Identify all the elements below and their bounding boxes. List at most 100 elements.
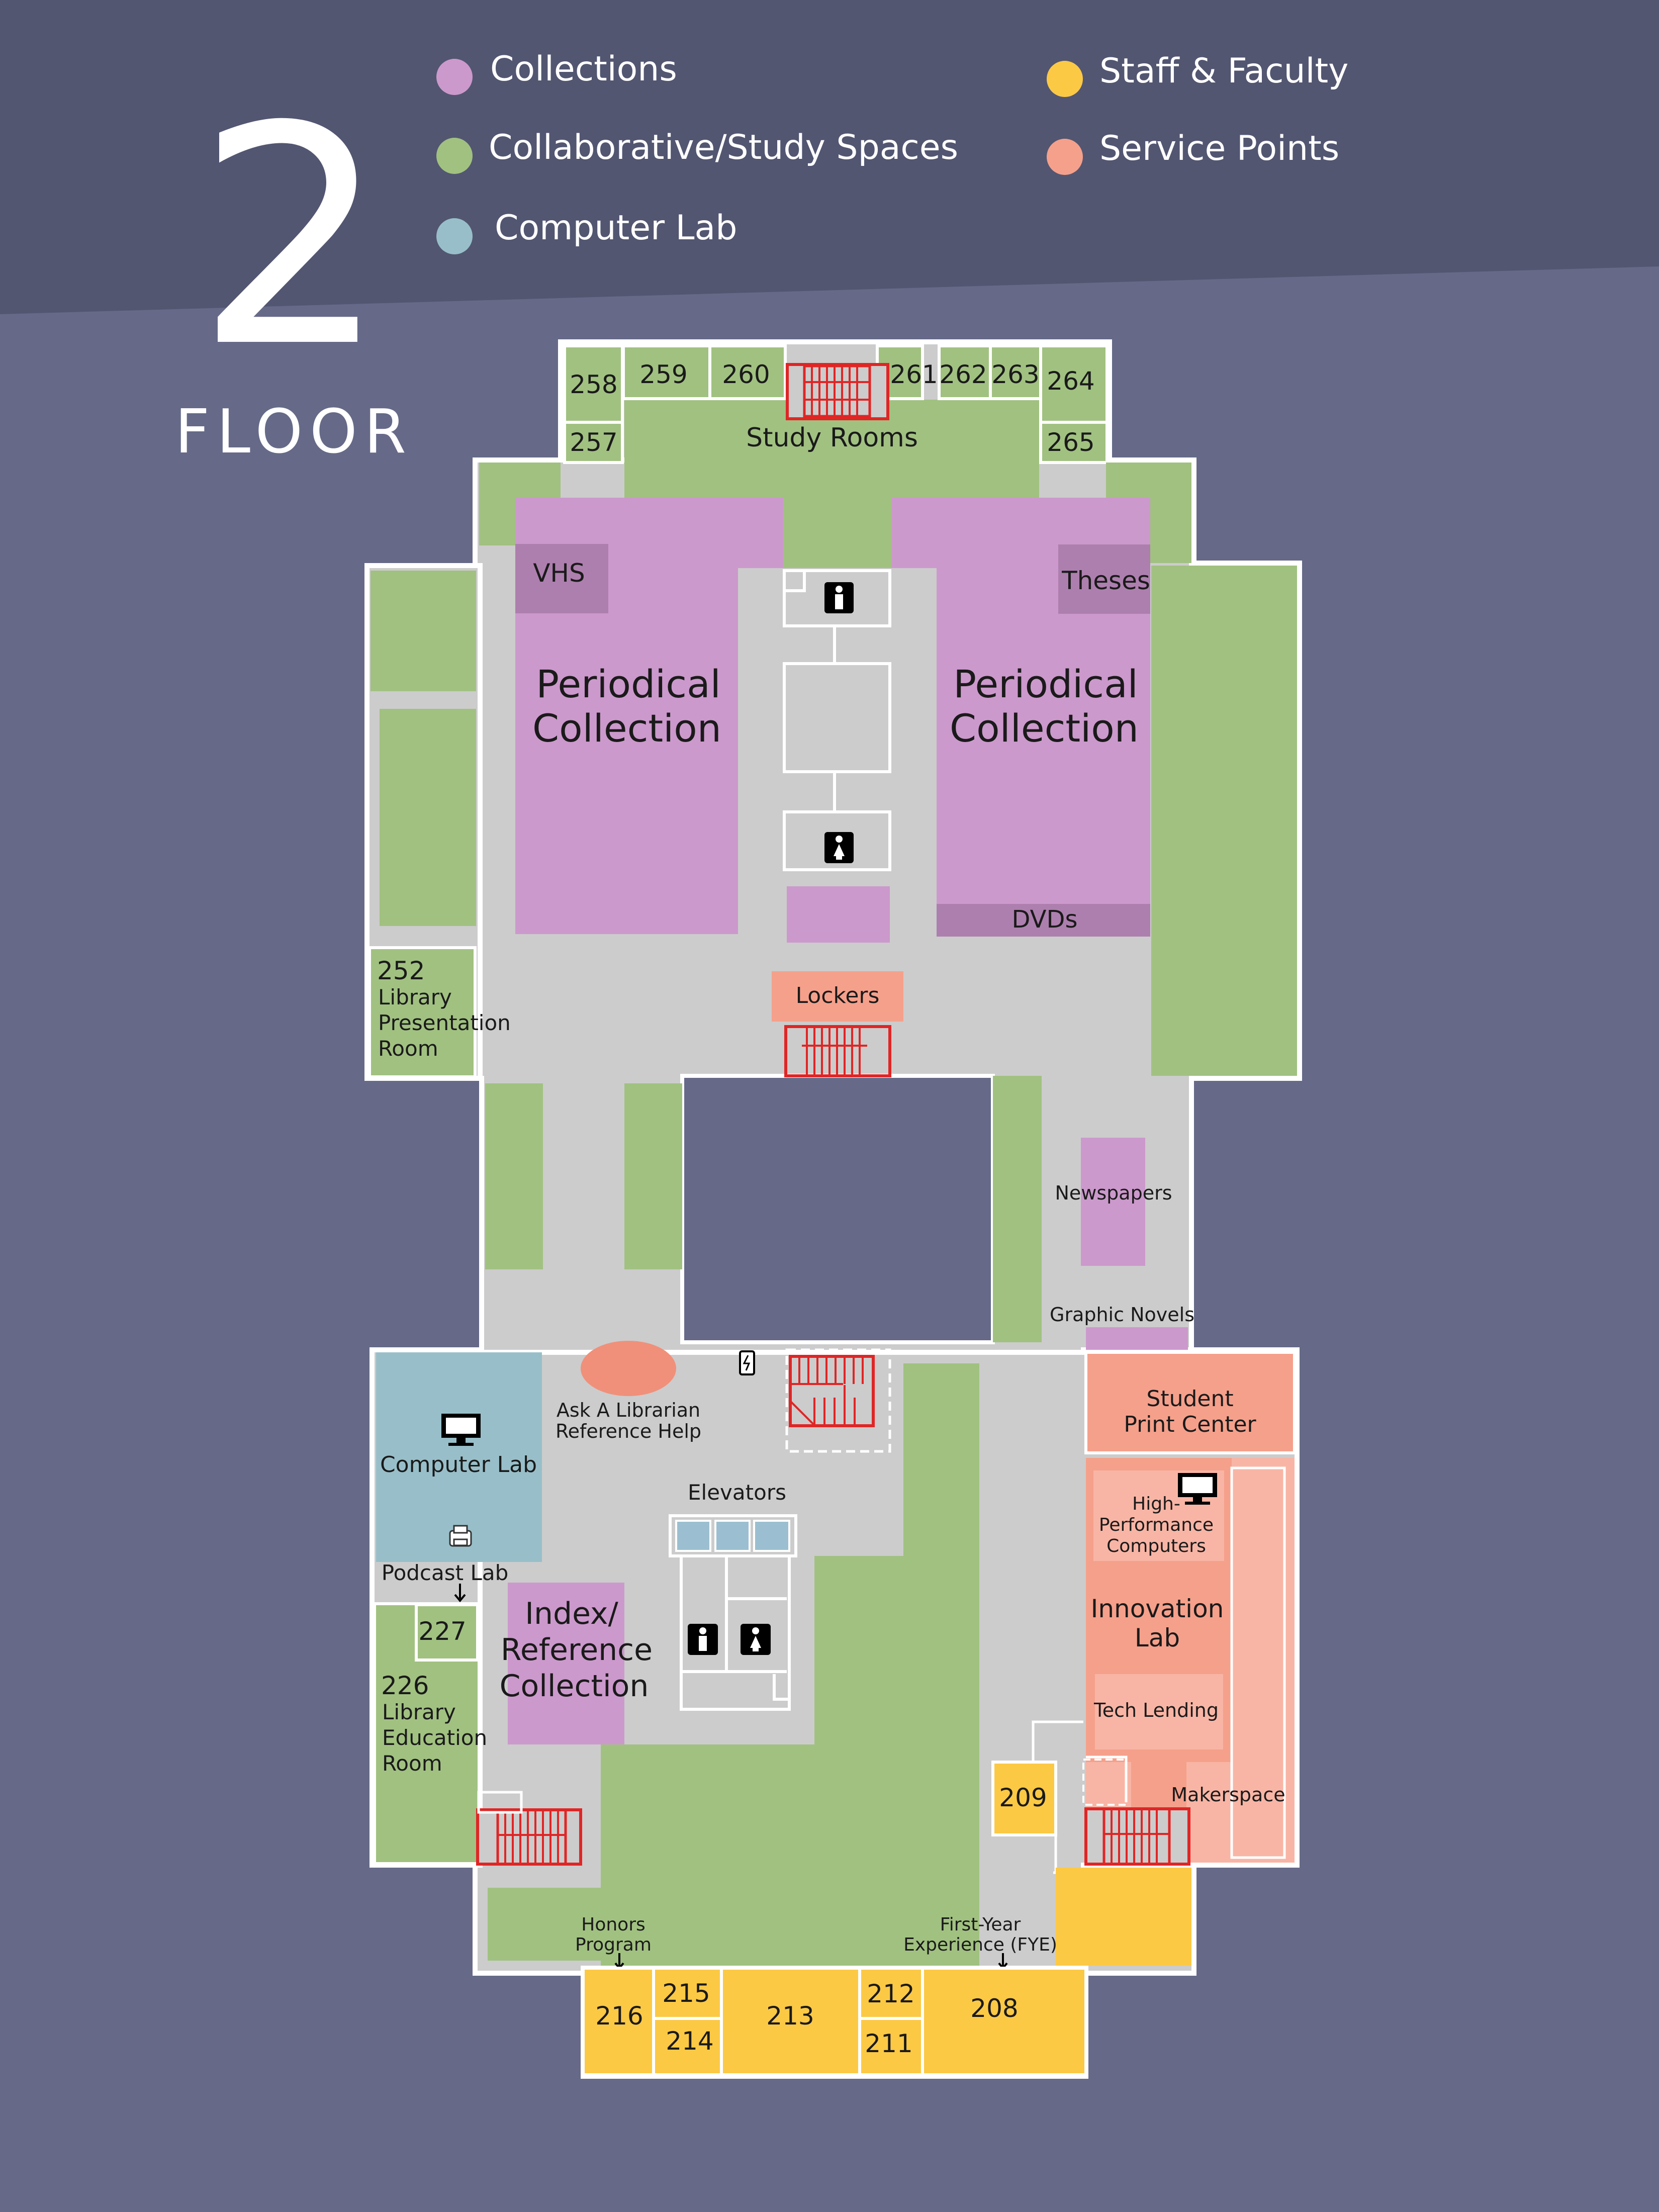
stairs-icon xyxy=(785,1348,891,1453)
room-209-label: 209 xyxy=(999,1783,1047,1812)
charging-station-icon xyxy=(739,1350,755,1375)
periodical-left-line2: Collection xyxy=(532,706,721,751)
index-reference-line1: Index/ xyxy=(525,1596,618,1631)
room-213-label: 213 xyxy=(766,2001,814,2031)
legend-swatch-study xyxy=(436,138,473,174)
room-208-label: 208 xyxy=(970,1994,1018,2023)
room-260-label: 260 xyxy=(722,360,770,389)
tech-lending-label: Tech Lending xyxy=(1093,1699,1219,1721)
room-252 xyxy=(368,946,477,1078)
room-215-label: 215 xyxy=(662,1979,710,2008)
room-257-label: 257 xyxy=(570,428,617,457)
legend-label-study: Collaborative/Study Spaces xyxy=(489,128,958,167)
elevators-label: Elevators xyxy=(688,1480,786,1505)
restroom-men-icon xyxy=(688,1624,718,1655)
ask-a-librarian-line1: Ask A Librarian xyxy=(557,1399,700,1421)
room-264 xyxy=(1039,344,1109,424)
legend-swatch-computer-lab xyxy=(436,218,473,254)
periodical-right-line2: Collection xyxy=(950,706,1139,751)
room-226-number: 226 xyxy=(381,1671,429,1700)
bottom-rooms: Honors Program First-Year Experience (FY… xyxy=(575,1914,1087,2076)
room-214-label: 214 xyxy=(666,2026,713,2056)
computer-lab-label: Computer Lab xyxy=(380,1452,537,1478)
room-226-line2: Education xyxy=(382,1725,487,1750)
collections-small xyxy=(787,886,890,943)
room-262-label: 262 xyxy=(939,360,987,389)
room-216-label: 216 xyxy=(595,2001,643,2031)
legend-item-collections: Collections xyxy=(436,49,677,95)
study-area-mid-right xyxy=(993,1076,1042,1342)
middle-section: Newspapers Graphic Novels Ask A Libraria… xyxy=(373,1076,1194,1966)
theses-shelf xyxy=(1058,544,1150,614)
room-263 xyxy=(989,344,1042,400)
lower-core-walls xyxy=(680,1556,791,1711)
monitor-icon xyxy=(441,1414,481,1446)
podcast-lab-label: Podcast Lab xyxy=(382,1560,509,1585)
ask-a-librarian-desk[interactable] xyxy=(581,1341,676,1396)
index-reference-collection xyxy=(508,1583,624,1744)
header-band xyxy=(0,0,1659,314)
theses-label: Theses xyxy=(1061,566,1150,595)
restroom-women-icon xyxy=(741,1624,771,1655)
periodical-right-line1: Periodical xyxy=(953,662,1138,706)
fye-line1: First-Year xyxy=(940,1914,1021,1935)
legend-item-computer-lab: Computer Lab xyxy=(436,208,737,254)
legend-item-staff: Staff & Faculty xyxy=(1047,51,1348,97)
legend-item-study: Collaborative/Study Spaces xyxy=(436,128,958,174)
stairs-icon xyxy=(476,1791,582,1866)
legend-label-service: Service Points xyxy=(1099,129,1339,168)
index-reference-line3: Collection xyxy=(500,1669,649,1704)
stairs-icon xyxy=(1084,1807,1190,1866)
legend-label-collections: Collections xyxy=(490,49,677,89)
study-area-bottom-left xyxy=(488,1888,654,1961)
floor-word: FLOOR xyxy=(175,397,413,467)
ask-a-librarian-line2: Reference Help xyxy=(556,1420,701,1442)
room-226-line3: Room xyxy=(382,1751,442,1776)
room-213 xyxy=(720,1967,861,2076)
upper-section: 252 Library Presentation Room VHS Period… xyxy=(368,463,1297,1078)
makerspace-inner xyxy=(1230,1466,1286,1859)
service-wing: Student Print Center High- Performance C… xyxy=(991,1351,1296,1966)
study-area-left-1 xyxy=(371,571,476,691)
legend-swatch-staff xyxy=(1047,61,1083,97)
study-rooms-label: Study Rooms xyxy=(746,423,918,453)
room-252-line3: Room xyxy=(378,1036,438,1061)
room-208 xyxy=(921,1967,1087,2076)
room-264-label: 264 xyxy=(1047,366,1094,396)
legend-label-computer-lab: Computer Lab xyxy=(495,208,737,248)
room-263-label: 263 xyxy=(991,360,1039,389)
room-257 xyxy=(563,421,624,464)
dvds-label: DVDs xyxy=(1012,905,1078,934)
legend-swatch-service xyxy=(1047,139,1083,175)
room-215 xyxy=(652,1967,723,2020)
room-265 xyxy=(1039,421,1109,464)
legend-swatch-collections xyxy=(436,59,473,95)
lockers-label: Lockers xyxy=(796,983,880,1008)
elevator-bank xyxy=(669,1514,797,1557)
restroom-women-icon xyxy=(824,832,854,863)
atrium-opening xyxy=(680,1074,995,1344)
honors-line2: Program xyxy=(575,1934,652,1955)
student-print-center[interactable] xyxy=(1084,1351,1296,1454)
room-262 xyxy=(938,344,992,400)
monitor-icon xyxy=(1178,1473,1217,1505)
periodical-left-line1: Periodical xyxy=(536,662,721,706)
stairs-icon xyxy=(786,363,889,420)
study-area-left-2 xyxy=(380,709,476,926)
tech-lending[interactable] xyxy=(1095,1674,1223,1749)
room-265-label: 265 xyxy=(1047,428,1094,457)
study-area-right-tall xyxy=(1151,566,1297,1076)
room-259-label: 259 xyxy=(639,360,687,389)
room-227 xyxy=(415,1603,479,1662)
legend: Collections Collaborative/Study Spaces C… xyxy=(436,49,1348,254)
room-252-line2: Presentation xyxy=(378,1010,511,1035)
room-226-line1: Library xyxy=(382,1700,456,1724)
room-258-label: 258 xyxy=(570,370,617,399)
dvds-shelf xyxy=(937,904,1150,937)
corridor-walls-209 xyxy=(1032,1720,1128,1874)
graphic-novels-shelf xyxy=(1086,1327,1188,1350)
room-211 xyxy=(858,2017,924,2076)
honors-line1: Honors xyxy=(581,1914,646,1935)
